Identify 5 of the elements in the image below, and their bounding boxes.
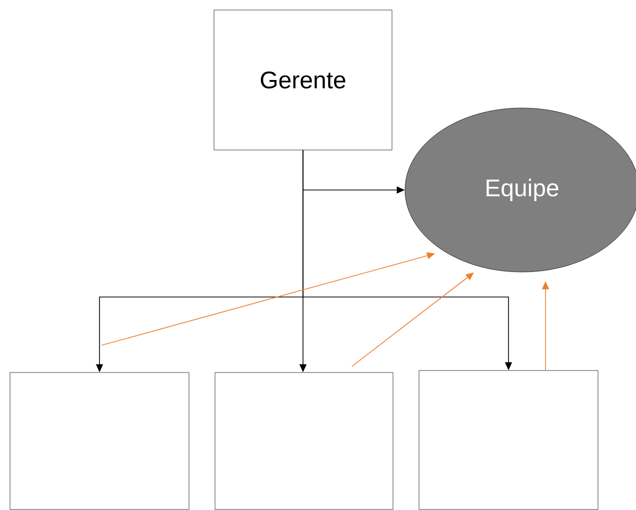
empty-box — [214, 372, 394, 510]
empty-box — [10, 372, 190, 510]
arrow — [352, 272, 474, 367]
person-box: Gerente — [214, 10, 392, 150]
empty-box — [418, 370, 598, 510]
